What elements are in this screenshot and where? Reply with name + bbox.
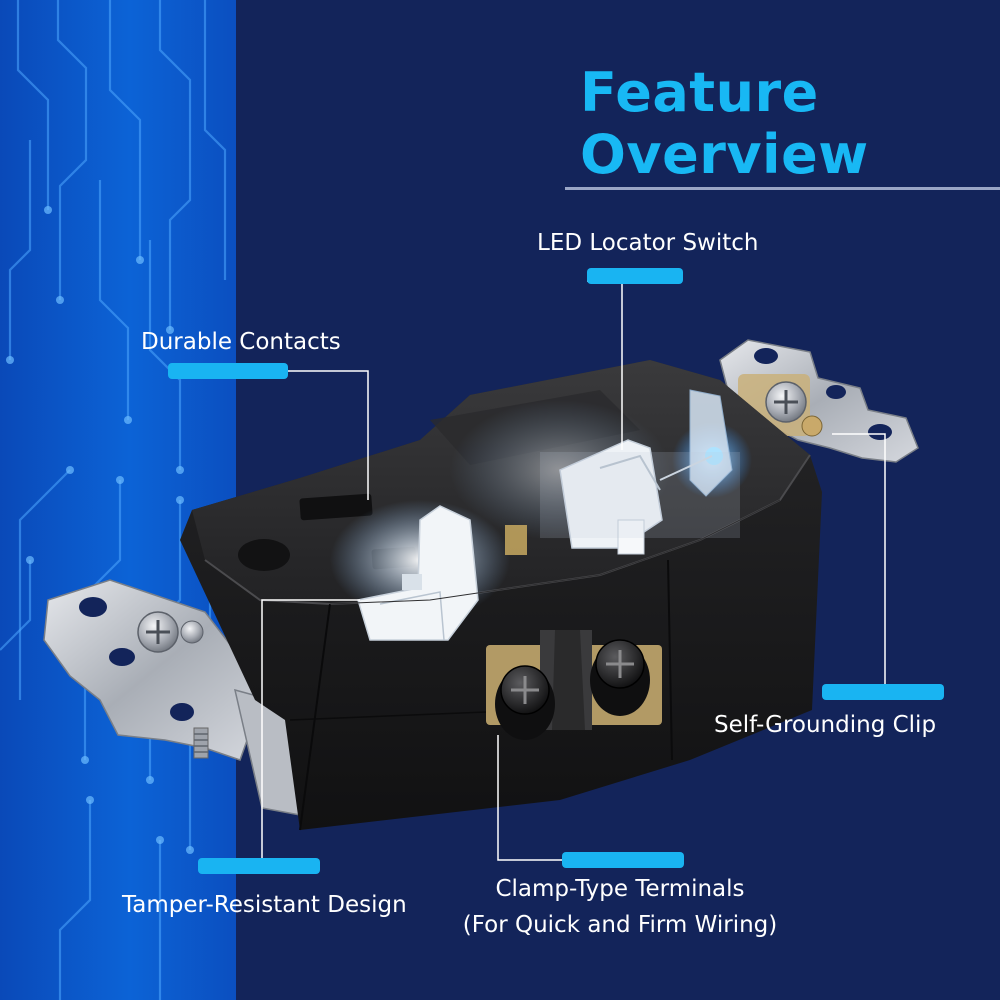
clamp-terminals-marker [562,852,684,868]
callout-clamp-type-terminals: Clamp-Type Terminals [495,876,745,902]
callout-durable-contacts: Durable Contacts [141,329,341,355]
brass-contact [505,525,527,555]
callout-led-locator-switch: LED Locator Switch [537,230,759,256]
title-line-2: Overview [580,123,869,186]
tamper-resistant-shutter [357,505,479,641]
ground-hole [238,539,290,571]
led-switch-marker [587,268,683,284]
grounding-clip-marker [822,684,944,700]
durable-contacts-marker [168,363,288,379]
clamp-type-terminals [486,630,662,740]
outlet-slot [299,493,373,521]
left-blue-panel [0,0,236,1000]
title-divider [565,187,1000,190]
tamper-resistant-marker [198,858,320,874]
led-locator-switch-part [540,389,740,555]
callout-self-grounding-clip: Self-Grounding Clip [714,712,937,738]
callout-tamper-resistant-design: Tamper-Resistant Design [122,892,407,918]
page-title: Feature Overview [580,62,869,186]
title-line-1: Feature [580,61,819,124]
callout-clamp-type-terminals-note: (For Quick and Firm Wiring) [462,912,778,938]
